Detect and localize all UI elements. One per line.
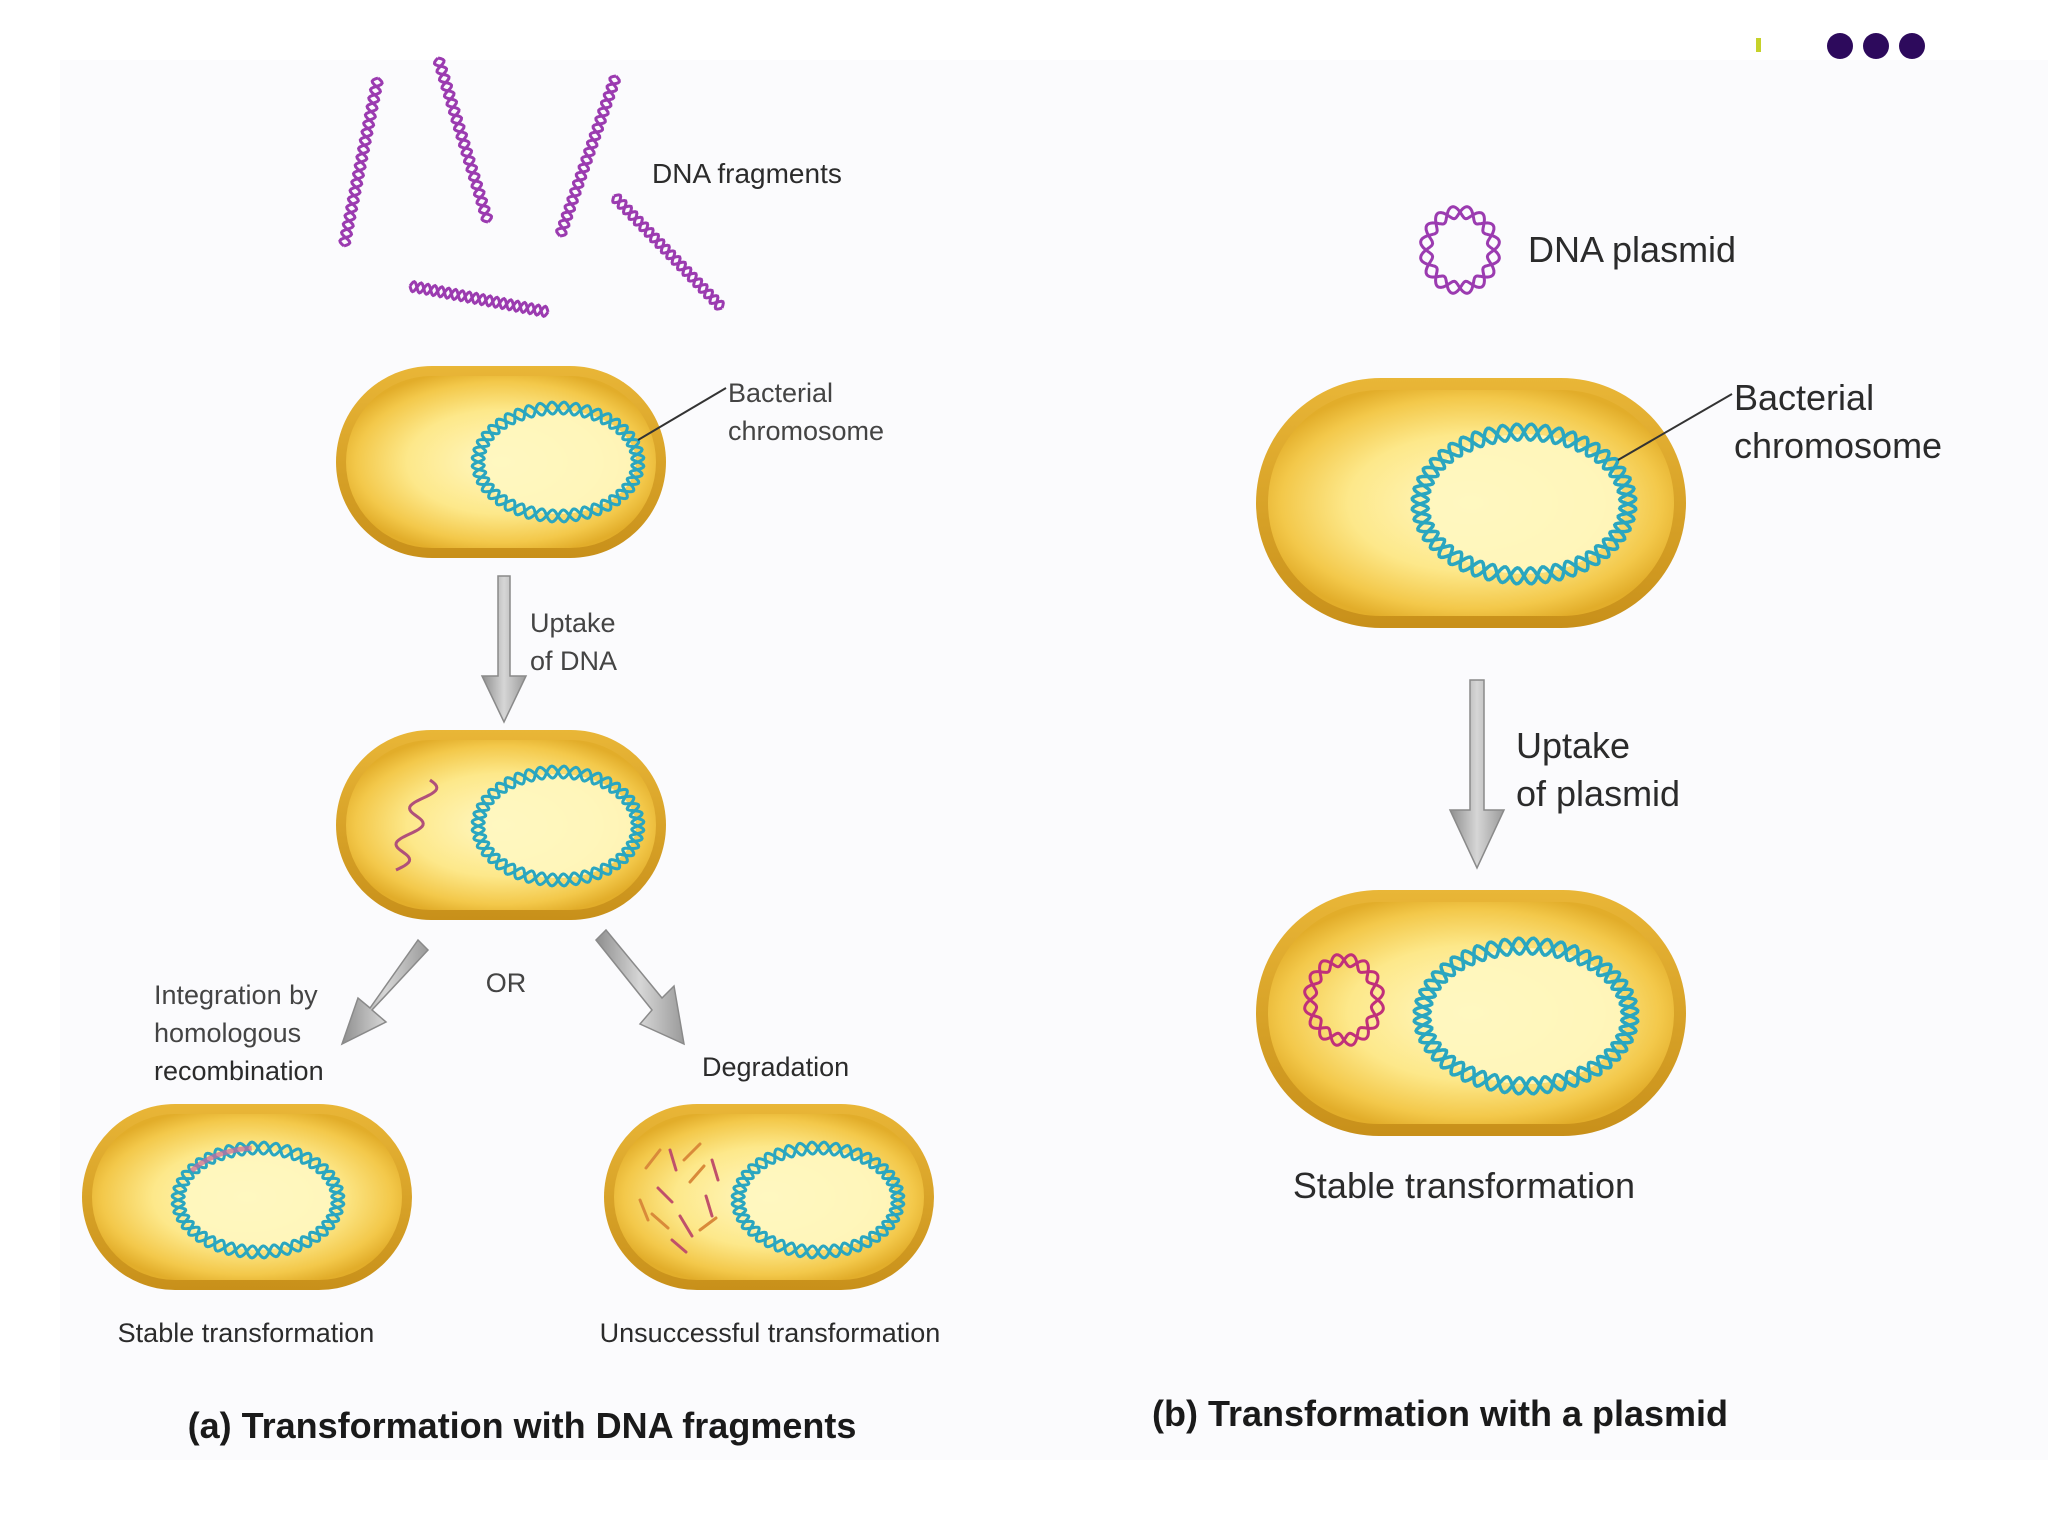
dna-strand xyxy=(408,279,550,319)
uptake-plasmid-line2: of plasmid xyxy=(1516,773,1680,814)
leader-line xyxy=(637,387,727,441)
dna-fragment-piece xyxy=(698,1216,718,1232)
degraded-dna-fragments xyxy=(638,1142,720,1254)
bacterial-cell-stable-a xyxy=(82,1104,412,1290)
dna-strand xyxy=(613,193,723,311)
dna-strand xyxy=(1303,953,1385,1047)
dna-fragment-piece xyxy=(678,1214,694,1238)
dna-fragment-piece xyxy=(638,1198,650,1222)
dna-fragment-piece xyxy=(710,1158,720,1182)
dna-fragment-piece xyxy=(682,1142,702,1162)
dna-strand xyxy=(470,400,646,524)
arrow-down-right-icon xyxy=(594,928,685,1046)
bacterial-chromosome xyxy=(470,764,646,888)
dna-fragment-piece xyxy=(656,1186,674,1204)
uptake-dna-line2: of DNA xyxy=(530,646,617,676)
dna-fragment-in-cell xyxy=(394,778,439,872)
chromosome-label-b-line2: chromosome xyxy=(1734,425,1942,466)
or-label: OR xyxy=(486,968,527,998)
chromosome-label-b-line1: Bacterial xyxy=(1734,377,1874,418)
bacterial-chromosome xyxy=(1412,936,1640,1096)
slide-bullet-dot xyxy=(1827,33,1853,59)
uptake-plasmid-line1: Uptake xyxy=(1516,725,1630,766)
arrow-down-icon xyxy=(480,575,528,724)
dna-plasmid-label: DNA plasmid xyxy=(1528,229,1736,270)
arrow-down-icon xyxy=(1448,679,1506,870)
dna-plasmid-icon xyxy=(1419,205,1501,295)
bacterial-cell-b1 xyxy=(1256,378,1686,628)
integration-line1: Integration by xyxy=(154,980,318,1010)
integrated-dna-segment xyxy=(189,1145,252,1173)
dna-fragment-piece xyxy=(670,1238,688,1254)
dna-fragments-label: DNA fragments xyxy=(652,158,842,189)
slide-accent-bar xyxy=(1756,38,1761,52)
bacterial-cell-b2 xyxy=(1256,890,1686,1136)
uptake-dna-line1: Uptake xyxy=(530,608,616,638)
dna-strand xyxy=(470,764,646,888)
bacterial-chromosome xyxy=(730,1140,906,1260)
caption-b: (b) Transformation with a plasmid xyxy=(1152,1393,1728,1434)
dna-fragment-piece xyxy=(650,1212,670,1230)
chromosome-label-a-line1: Bacterial xyxy=(728,378,833,408)
integration-line2: homologous xyxy=(154,1018,301,1048)
arrow-down-left-icon xyxy=(340,938,430,1046)
chromosome-label-a-line2: chromosome xyxy=(728,416,884,446)
bacterial-chromosome xyxy=(170,1140,346,1260)
dna-fragment-piece xyxy=(688,1164,706,1184)
unsuccessful-transformation-label: Unsuccessful transformation xyxy=(600,1318,941,1348)
dna-strand xyxy=(555,75,621,237)
stable-transformation-a-label: Stable transformation xyxy=(118,1318,375,1348)
bacterial-cell-a2 xyxy=(336,730,666,920)
dna-fragment-piece xyxy=(644,1148,662,1170)
plasmid-in-cell xyxy=(1303,953,1385,1047)
bacterial-cell-a1 xyxy=(336,366,666,558)
slide-bullet-dot xyxy=(1863,33,1889,59)
dna-fragment-piece xyxy=(704,1194,714,1218)
caption-a: (a) Transformation with DNA fragments xyxy=(188,1405,857,1446)
dna-fragment-piece xyxy=(668,1148,678,1172)
slide-bullet-dot xyxy=(1899,33,1925,59)
bacterial-cell-unsuccessful xyxy=(604,1104,934,1290)
dna-strand xyxy=(170,1140,346,1260)
dna-strand xyxy=(1410,422,1638,586)
stable-transformation-b-label: Stable transformation xyxy=(1293,1165,1635,1206)
dna-fragments xyxy=(338,56,725,319)
dna-strand xyxy=(435,56,491,224)
integration-line3: recombination xyxy=(154,1056,324,1086)
dna-strand xyxy=(1412,936,1640,1096)
dna-strand xyxy=(1419,205,1501,295)
dna-strand xyxy=(338,76,384,248)
bacterial-chromosome xyxy=(470,400,646,524)
bacterial-chromosome xyxy=(1410,422,1638,586)
dna-strand xyxy=(730,1140,906,1260)
leader-line xyxy=(1617,393,1733,461)
degradation-label: Degradation xyxy=(702,1052,849,1082)
